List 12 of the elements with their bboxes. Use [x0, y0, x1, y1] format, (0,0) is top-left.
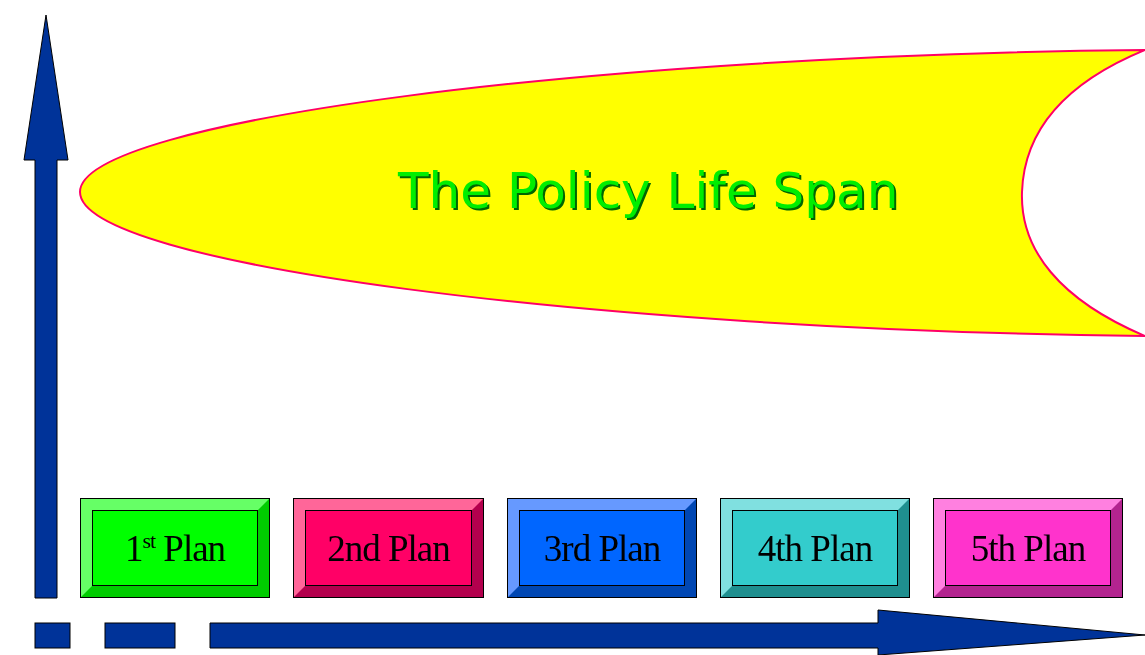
banner-title: The Policy Life Span [398, 162, 899, 220]
plan-box [80, 498, 270, 598]
banner-shape [78, 48, 1145, 338]
plan-box [507, 498, 697, 598]
plan-label: 2nd Plan [327, 526, 450, 570]
plan-box [933, 498, 1123, 598]
plan-label: 5th Plan [970, 526, 1086, 570]
plan-box [720, 498, 910, 598]
plan-label: 1$^{st}$ Plan [124, 526, 226, 570]
plan-label: 4th Plan [757, 526, 873, 570]
plan-label: 3rd Plan [543, 526, 661, 570]
plan-box [293, 498, 484, 598]
